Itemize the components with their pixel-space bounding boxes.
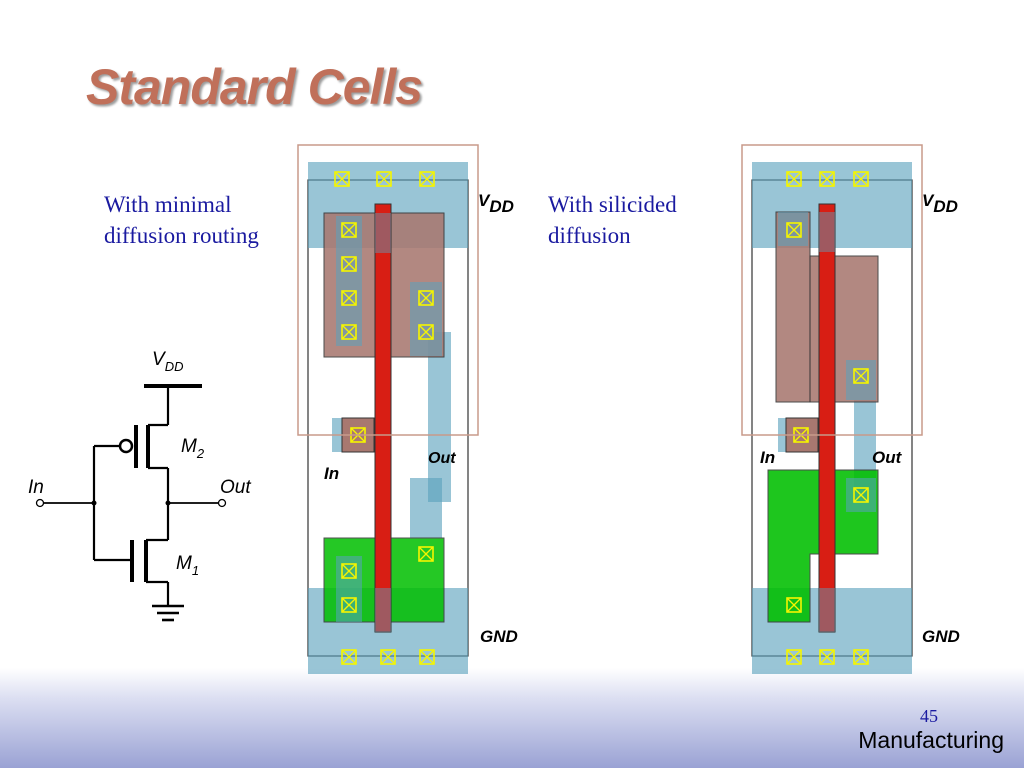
out-metal-strap [854,400,876,490]
caption-minimal-diffusion: With minimal diffusion routing [104,192,259,248]
page-number: 45 [920,706,938,726]
m2-label: M [181,436,197,457]
schematic-vdd-label: V [152,349,167,370]
schematic-labels: VDD M2 M1 In Out [28,349,251,578]
svg-text:VDD: VDD [152,349,183,374]
highlight-box-right [741,144,923,436]
svg-text:VDD: VDD [478,191,514,216]
poly-gate [374,203,392,633]
svg-text:M2: M2 [181,436,205,461]
m1-label: M [176,553,192,574]
right-in-label: In [760,448,775,467]
right-vdd-label: V [922,191,935,210]
out-terminal [217,498,227,508]
right-out-label: Out [872,448,903,467]
highlight-box-left [297,144,479,436]
left-out-label: Out [428,450,456,467]
left-gnd-label: GND [480,627,518,646]
pmos-bubble [118,438,134,454]
schematic-in-label: In [28,477,44,498]
slide-title: Standard Cells [86,59,423,115]
layout-silicided-diffusion: VDD GND In Out [741,144,960,674]
svg-text:VDD: VDD [922,191,958,216]
in-terminal [35,498,45,508]
out-metal-strap [428,332,451,502]
inverter-schematic [35,384,227,622]
right-gnd-label: GND [922,627,960,646]
left-vdd-label: V [478,191,491,210]
footer-band [0,668,1024,768]
caption-silicided-diffusion: With silicided diffusion [548,192,677,248]
layout-minimal-diffusion: VDD GND In Out [297,144,518,674]
section-name: Manufacturing [858,727,1004,753]
left-in-label: In [324,464,339,483]
poly-gate [818,203,836,633]
schematic-out-label: Out [220,477,251,498]
svg-text:M1: M1 [176,553,199,578]
